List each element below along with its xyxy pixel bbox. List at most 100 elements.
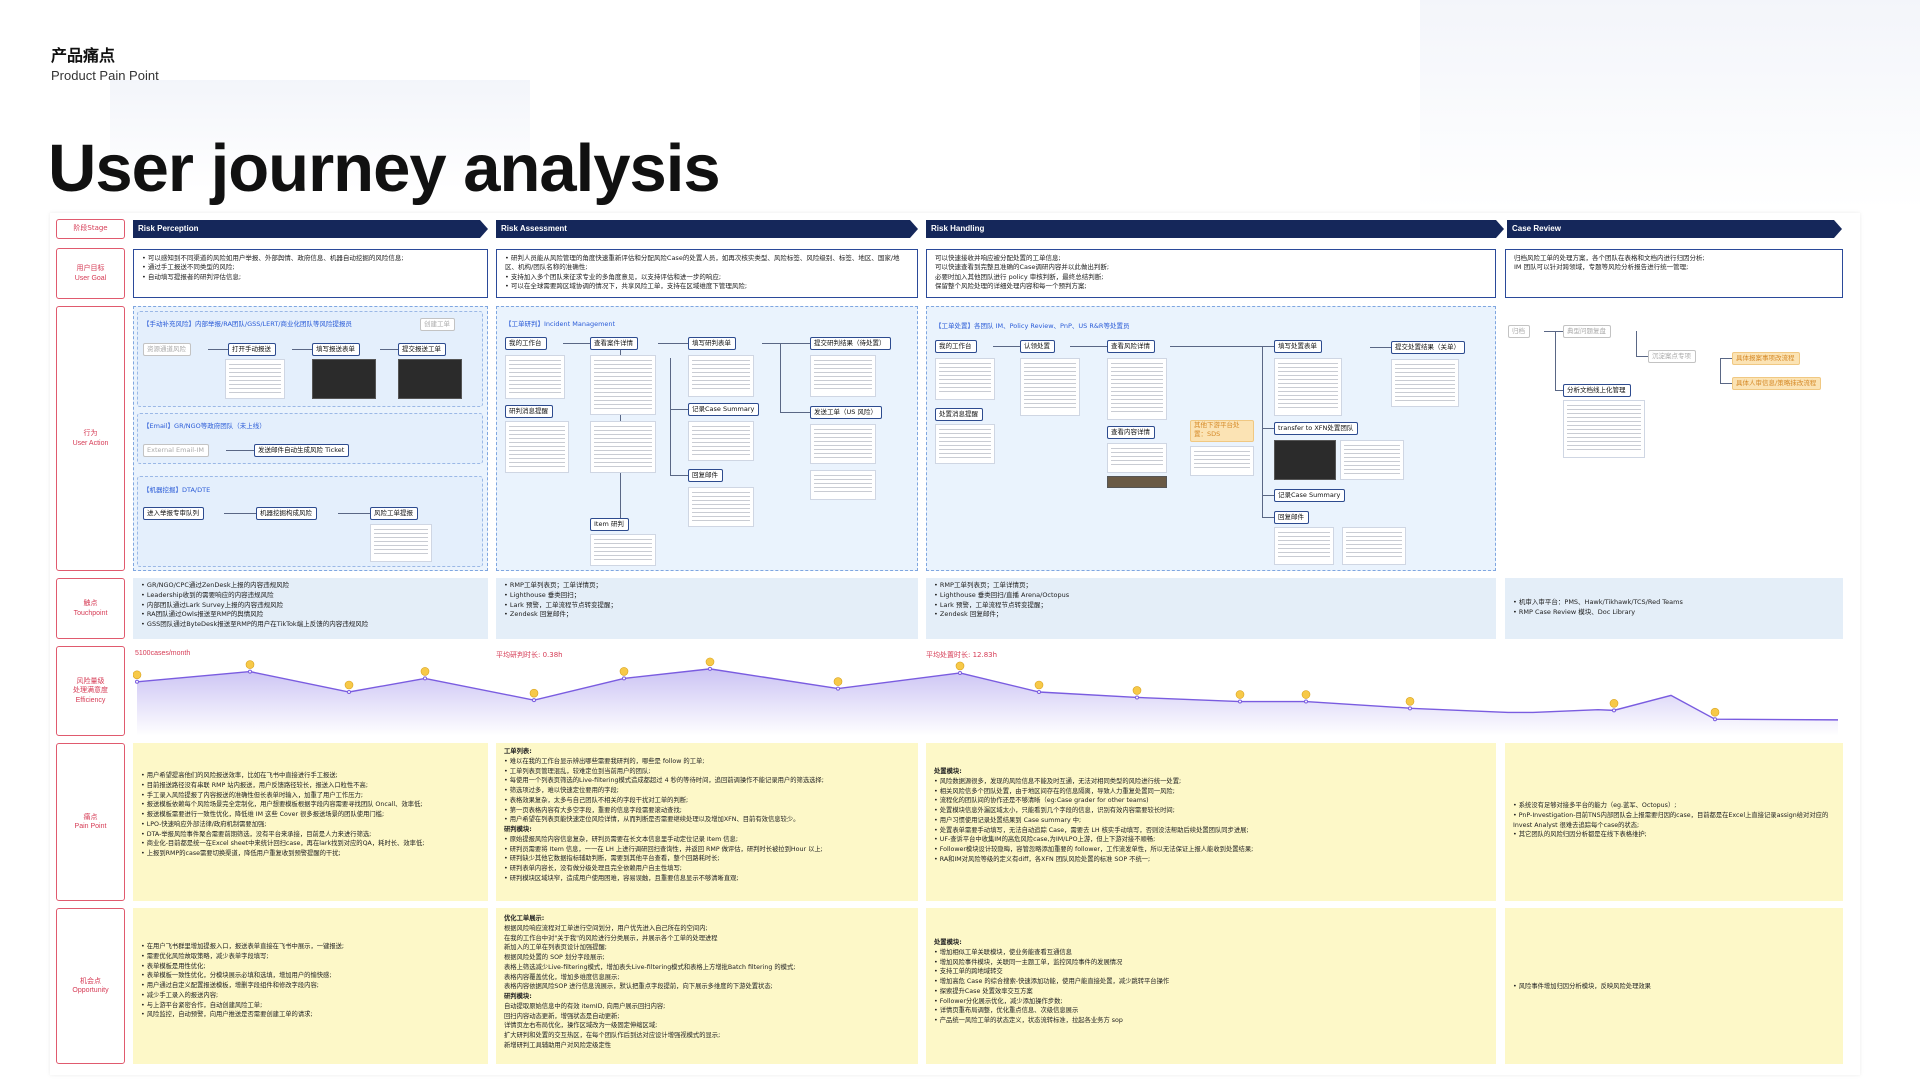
node-risk-ticket-submit[interactable]: 风险工单提报 bbox=[370, 507, 418, 520]
node-submit-handle[interactable]: 提交处置结果（关单） bbox=[1391, 341, 1465, 354]
node-archive[interactable]: 归档 bbox=[1508, 325, 1530, 338]
screenshot-thumbnail bbox=[1563, 400, 1645, 458]
node-machine-mining[interactable]: 机器挖掘构成风险 bbox=[256, 507, 317, 520]
efficiency-point bbox=[708, 666, 712, 671]
list-item: 目前报送路径没有串联 RMP 站内报送，用户反馈路径较长，报送入口粒性不高; bbox=[141, 781, 480, 791]
text-line: 详情页左右布局优化，操作区域改为一级固定伸缩区域; bbox=[504, 1022, 658, 1030]
efficiency-curve-chart bbox=[133, 657, 1839, 736]
row-label-stage: 阶段Stage bbox=[56, 219, 125, 239]
node-email-ticket[interactable]: 发送邮件自动生成风险 Ticket bbox=[254, 444, 350, 457]
pain-heading: 研判模块: bbox=[504, 826, 532, 833]
subpanel-manual-title: 【手动补充风险】内部举报/RA团队/GSS/LERT/商业化团队等风险提报员 bbox=[143, 320, 352, 328]
connector bbox=[1262, 495, 1274, 496]
node-assess-message[interactable]: 研判消息提醒 bbox=[505, 405, 553, 418]
list-item: Follower模块设计较隐晦，容管忽略添加重要的 follower，工作流发单… bbox=[934, 845, 1488, 855]
list-item: 内部团队通过Lark Survey上报的内容违规风险 bbox=[141, 601, 480, 611]
connector bbox=[670, 358, 671, 476]
node-case-summary[interactable]: 记录Case Summary bbox=[688, 403, 760, 416]
text-line: 归档风险工单的处理方案，各个团队在表格和文档内进行归因分析; bbox=[1514, 254, 1705, 262]
node-hd-reply-mail[interactable]: 回复邮件 bbox=[1274, 511, 1309, 524]
connector bbox=[1555, 390, 1563, 391]
node-review-strategy-change[interactable]: 具体人审信息/策略抹改流程 bbox=[1732, 377, 1822, 390]
node-case-detail[interactable]: 查看案件详情 bbox=[590, 337, 638, 350]
list-item: 相关风险信多个团队处置，由于地区间存在的信息隔离，导致人力重复处置同一风险; bbox=[934, 787, 1488, 797]
node-submit-report[interactable]: 提交报送工单 bbox=[398, 343, 446, 356]
list-item: 原始提报风险内容信息复杂，研判员需要在长文本信息里手动定位记录 Item 信息; bbox=[504, 835, 910, 845]
efficiency-line bbox=[136, 668, 1839, 721]
connector bbox=[993, 346, 1020, 347]
list-item: 表格效果复杂，太多与自己团队不相关的字段干扰对工单的判断; bbox=[504, 796, 910, 806]
subpanel-email-title: 【Email】GR/NGO等政府团队（未上线） bbox=[143, 422, 266, 430]
node-resource-channel[interactable]: 资源通道风险 bbox=[143, 343, 191, 356]
node-doc-online[interactable]: 分析文档线上化管理 bbox=[1563, 384, 1631, 397]
screenshot-thumbnail bbox=[810, 424, 876, 464]
list-item: Lighthouse 垂类回扫； bbox=[504, 591, 910, 601]
efficiency-point bbox=[135, 679, 139, 684]
efficiency-point bbox=[248, 669, 252, 674]
node-send-ticket-us[interactable]: 发送工单（US 风险） bbox=[810, 406, 882, 419]
opp-assessment: 优化工单展示:根据风险响应流程对工单进行空间划分，用户优先进入自己所在的空间内;… bbox=[496, 908, 918, 1064]
row-label-opp-en: Opportunity bbox=[72, 987, 109, 994]
node-hd-workbench[interactable]: 我的工作台 bbox=[935, 340, 977, 353]
list-item: 用户习惯使用记录处置结果到 Case summary 中; bbox=[934, 816, 1488, 826]
efficiency-point bbox=[836, 686, 840, 691]
list-item: 增加高危 Case 的综合搜索-快速添加功能，使用户能直接处置，减少跳转平台操作 bbox=[934, 977, 1488, 987]
connector bbox=[1170, 346, 1274, 347]
emoji-face-icon bbox=[1034, 680, 1044, 690]
node-item-assess[interactable]: Item 研判 bbox=[590, 518, 629, 531]
connector bbox=[224, 513, 256, 514]
node-special-topic[interactable]: 沉淀案点专项 bbox=[1648, 350, 1696, 363]
node-fill-report-form[interactable]: 填写报送表单 bbox=[312, 343, 360, 356]
node-risk-detail[interactable]: 查看风险详情 bbox=[1107, 340, 1155, 353]
text-line: 根据风险处置的 SOP 划分字段展示; bbox=[504, 954, 605, 961]
list-item: 风险监控，自动预警，向用户推送是否需要创建工单的请求; bbox=[141, 1010, 480, 1020]
list-item: 报送模板依赖每个风险场景完全定制化，用户想要模板根据字段内容需要寻找团队 Onc… bbox=[141, 800, 480, 810]
emoji-face-icon bbox=[344, 680, 354, 690]
node-report-process-change[interactable]: 具体报案事项改流程 bbox=[1732, 352, 1800, 365]
node-claim[interactable]: 认领处置 bbox=[1020, 340, 1055, 353]
connector bbox=[380, 349, 398, 350]
efficiency-label-assess-time: 平均研判时长: 0.38h bbox=[496, 651, 563, 659]
screenshot-thumbnail bbox=[1342, 527, 1406, 565]
touch-review: 机审入审平台：PMS、Hawk/Tikhawk/TCS/Red TeamsRMP… bbox=[1505, 578, 1843, 639]
node-fill-assess-form[interactable]: 填写研判表单 bbox=[688, 337, 736, 350]
node-downstream-sds[interactable]: 其他下游平台处置：SDS bbox=[1190, 420, 1254, 442]
node-content-detail[interactable]: 查看内容详情 bbox=[1107, 426, 1155, 439]
list-item: Lark 预警，工单流程节点转变提醒； bbox=[504, 601, 910, 611]
node-transfer-xfn[interactable]: transfer to XFN处置团队 bbox=[1274, 422, 1359, 435]
emoji-face-icon bbox=[1301, 690, 1311, 699]
node-hd-case-summary[interactable]: 记录Case Summary bbox=[1274, 489, 1346, 502]
pain-assessment: 工单列表:难以在我的工作台显示辨出哪些需要我研判的，哪些是 follow 的工单… bbox=[496, 743, 918, 901]
node-my-workbench[interactable]: 我的工作台 bbox=[505, 337, 547, 350]
node-submit-assess[interactable]: 提交研判结果（待处置） bbox=[810, 337, 891, 350]
node-create-ticket[interactable]: 创建工单 bbox=[420, 318, 455, 331]
goal-perception: 可以感知到不同渠道的风险如用户举报、外部舆情、政府信息、机器自动挖掘的风险信息;… bbox=[133, 249, 488, 298]
touch-assessment: RMP工单列表页；工单详情页；Lighthouse 垂类回扫；Lark 预警，工… bbox=[496, 578, 918, 639]
section-label-cn: 产品痛点 bbox=[51, 46, 116, 65]
efficiency-point bbox=[1713, 717, 1717, 722]
screenshot-thumbnail bbox=[225, 359, 285, 399]
touch-handling: RMP工单列表页；工单详情页；Lighthouse 垂类回扫/直播 Arena/… bbox=[926, 578, 1496, 639]
node-typical-review[interactable]: 典型问题复盘 bbox=[1563, 325, 1611, 338]
node-report-queue[interactable]: 进入举报专审队列 bbox=[143, 507, 204, 520]
node-handle-message[interactable]: 处置消息提醒 bbox=[935, 408, 983, 421]
list-item: 研判表单内容长，没有做分级处理且完全依赖用户自主性填写; bbox=[504, 864, 910, 874]
goal-assessment: 研判人员能从风险管理的角度快速重新评估和分配风险Case的处置人员，如再次核实类… bbox=[496, 249, 918, 298]
text-line: 表格上筛选减少Live-filtering模式，增加表头Live-filteri… bbox=[504, 963, 796, 971]
list-item: 系统没有足够对接多平台的能力（eg.蓝军、Octopus）; bbox=[1513, 801, 1835, 811]
opp-list: 增加相似工单关联模块，使业务能查看互通信息增加风险事件模块，关联同一主题工单，监… bbox=[934, 948, 1488, 1026]
node-open-manual-report[interactable]: 打开手动报送 bbox=[228, 343, 276, 356]
screenshot-thumbnail bbox=[1274, 527, 1334, 565]
list-item: DTA-举报风险事件聚合需要前期筛选，没有平台来承接，目前是人力来进行筛选; bbox=[141, 830, 480, 840]
emoji-face-icon bbox=[133, 670, 142, 680]
list-item: Zendesk 回复邮件； bbox=[934, 610, 1488, 620]
list-item: 报送模板需要进行一致性优化，降低维 IM 这些 Cover 很多报送场景的团队使… bbox=[141, 810, 480, 820]
connector bbox=[1262, 346, 1263, 517]
efficiency-point bbox=[1037, 690, 1041, 694]
screenshot-thumbnail bbox=[935, 424, 995, 464]
touch-list: RMP工单列表页；工单详情页；Lighthouse 垂类回扫/直播 Arena/… bbox=[934, 581, 1488, 620]
node-fill-handle-form[interactable]: 填写处置表单 bbox=[1274, 340, 1322, 353]
node-reply-mail[interactable]: 回复邮件 bbox=[688, 469, 723, 482]
node-external-email[interactable]: External Email-IM bbox=[143, 444, 209, 457]
